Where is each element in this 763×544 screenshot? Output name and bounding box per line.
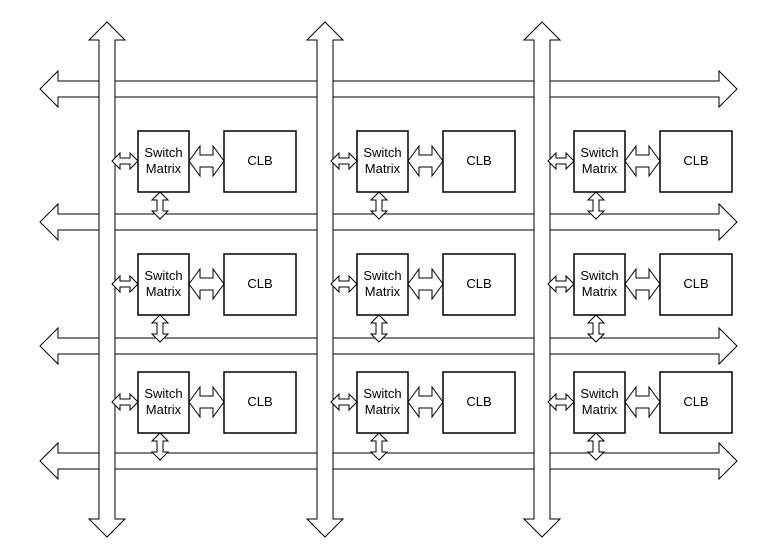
switch-matrix-box — [356, 130, 409, 193]
channel-to-switch-arrow — [111, 274, 139, 294]
vertical-routing-channels — [87, 21, 562, 538]
clb-box — [442, 253, 516, 316]
switch-matrix-box — [573, 371, 626, 434]
switch-to-clb-arrow — [188, 144, 225, 178]
switch-matrix-label: Switch — [363, 386, 401, 401]
switch-to-clb-arrow — [624, 385, 661, 419]
switch-to-clb-arrow — [624, 144, 661, 178]
horizontal-channel-arrow-3 — [39, 326, 738, 366]
clb-label: CLB — [466, 153, 491, 168]
channel-to-switch-arrow — [111, 392, 139, 412]
horizontal-routing-channels — [39, 69, 738, 481]
channel-to-switch-arrow — [330, 274, 358, 294]
switch-matrix-label: Matrix — [146, 161, 182, 176]
switch-matrix-label: Switch — [144, 268, 182, 283]
horizontal-channel-arrow-1 — [39, 69, 738, 109]
switch-matrix-label: Matrix — [365, 161, 401, 176]
clb-label: CLB — [466, 276, 491, 291]
switch-to-channel-arrow — [150, 191, 170, 220]
switch-to-channel-arrow — [369, 432, 389, 461]
clb-box — [659, 130, 733, 193]
switch-to-clb-arrow — [188, 385, 225, 419]
switch-matrix-label: Switch — [580, 145, 618, 160]
channel-to-switch-arrow — [547, 392, 575, 412]
clb-box — [442, 130, 516, 193]
switch-matrix-label: Matrix — [582, 284, 618, 299]
switch-to-clb-arrow — [407, 267, 444, 301]
switch-matrix-box — [573, 253, 626, 316]
switch-matrix-label: Switch — [144, 145, 182, 160]
clb-box — [223, 371, 297, 434]
switch-to-clb-arrow — [407, 144, 444, 178]
clb-box — [223, 130, 297, 193]
switch-matrix-label: Matrix — [146, 402, 182, 417]
switch-matrix-label: Matrix — [582, 161, 618, 176]
channel-to-switch-arrow — [111, 151, 139, 171]
switch-to-channel-arrow — [150, 314, 170, 343]
clb-label: CLB — [247, 153, 272, 168]
channel-to-switch-arrow — [330, 151, 358, 171]
clb-label: CLB — [683, 276, 708, 291]
switch-to-clb-arrow — [624, 267, 661, 301]
logic-cell-array: SwitchMatrixCLBSwitchMatrixCLBSwitchMatr… — [111, 130, 733, 461]
clb-box — [223, 253, 297, 316]
switch-matrix-label: Matrix — [365, 284, 401, 299]
channel-to-switch-arrow — [330, 392, 358, 412]
switch-matrix-box — [137, 371, 190, 434]
channel-to-switch-arrow — [547, 274, 575, 294]
vertical-channel-arrow-3 — [522, 21, 562, 538]
clb-label: CLB — [247, 394, 272, 409]
switch-to-clb-arrow — [188, 267, 225, 301]
switch-to-channel-arrow — [369, 314, 389, 343]
clb-box — [659, 253, 733, 316]
switch-matrix-label: Switch — [144, 386, 182, 401]
switch-to-channel-arrow — [586, 191, 606, 220]
switch-to-clb-arrow — [407, 385, 444, 419]
switch-matrix-label: Matrix — [582, 402, 618, 417]
switch-matrix-box — [573, 130, 626, 193]
switch-matrix-label: Switch — [580, 268, 618, 283]
switch-matrix-box — [356, 371, 409, 434]
clb-label: CLB — [683, 153, 708, 168]
switch-to-channel-arrow — [586, 432, 606, 461]
horizontal-channel-arrow-2 — [39, 202, 738, 242]
clb-label: CLB — [683, 394, 708, 409]
switch-matrix-label: Matrix — [365, 402, 401, 417]
clb-label: CLB — [466, 394, 491, 409]
channel-to-switch-arrow — [547, 151, 575, 171]
clb-label: CLB — [247, 276, 272, 291]
clb-box — [442, 371, 516, 434]
switch-matrix-label: Switch — [580, 386, 618, 401]
vertical-channel-arrow-1 — [87, 21, 127, 538]
vertical-channel-arrow-2 — [305, 21, 345, 538]
clb-box — [659, 371, 733, 434]
switch-matrix-label: Matrix — [146, 284, 182, 299]
switch-to-channel-arrow — [150, 432, 170, 461]
switch-matrix-label: Switch — [363, 145, 401, 160]
switch-to-channel-arrow — [369, 191, 389, 220]
switch-to-channel-arrow — [586, 314, 606, 343]
switch-matrix-label: Switch — [363, 268, 401, 283]
horizontal-channel-arrow-4 — [39, 441, 738, 481]
